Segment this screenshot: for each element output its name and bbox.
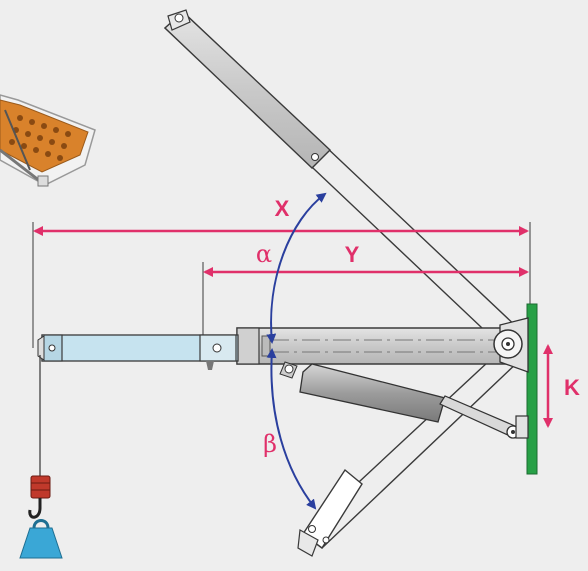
main-boom: [236, 327, 513, 365]
angle-beta-arc: [266, 348, 317, 510]
pulley-icon: [493, 329, 523, 359]
angle-alpha-label: α: [256, 240, 272, 268]
hook-icon: [28, 475, 51, 519]
angle-beta-label: β: [263, 430, 277, 458]
dimension-x-label: X: [275, 196, 290, 221]
weight-icon: [19, 519, 63, 559]
hydraulic-cylinder: [279, 361, 520, 439]
dimension-y-label: Y: [345, 242, 360, 267]
cylinder-bracket: [515, 415, 529, 439]
wall-plate: [526, 303, 538, 475]
tray-icon: [0, 94, 96, 187]
dimension-k-label: K: [564, 375, 580, 400]
raised-boom: [163, 9, 522, 346]
lowered-boom: [297, 347, 522, 557]
angle-alpha-arc: [266, 192, 327, 344]
boom-extension: [37, 334, 239, 370]
